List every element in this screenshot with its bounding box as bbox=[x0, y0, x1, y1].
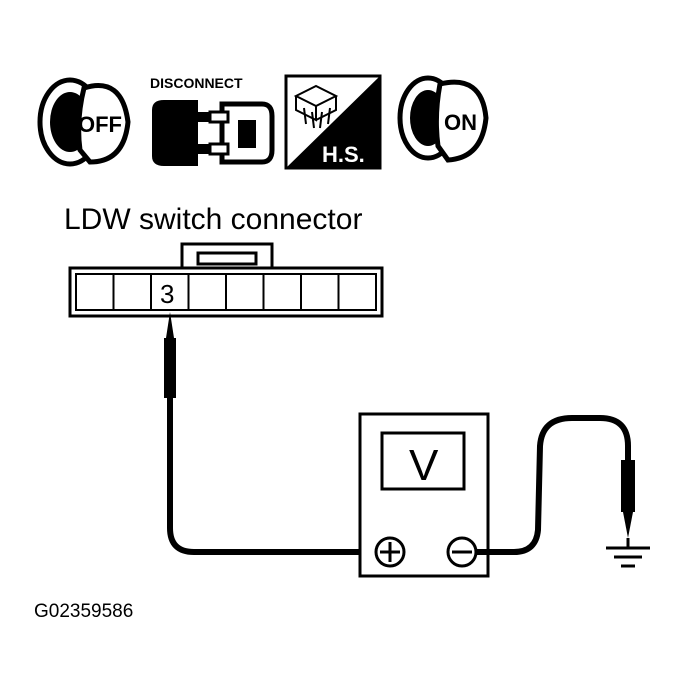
negative-terminal-icon bbox=[446, 536, 478, 568]
positive-terminal-icon bbox=[374, 536, 406, 568]
harness-side-label: H.S. bbox=[322, 142, 365, 167]
voltmeter: V bbox=[358, 412, 490, 578]
positive-probe bbox=[164, 312, 176, 398]
positive-lead-wire bbox=[167, 398, 370, 555]
meter-display: V bbox=[409, 441, 439, 490]
figure-id: G02359586 bbox=[34, 601, 133, 622]
ignition-off-icon: OFF bbox=[37, 77, 131, 167]
ground-icon bbox=[606, 538, 650, 568]
ignition-on-icon: ON bbox=[397, 75, 489, 163]
connector-cavity-dividers bbox=[112, 274, 340, 310]
ignition-off-label: OFF bbox=[78, 112, 122, 137]
negative-lead-wire bbox=[476, 415, 631, 555]
connector-title: LDW switch connector bbox=[64, 203, 362, 236]
harness-side-icon: H.S. bbox=[284, 74, 382, 170]
disconnect-icon: DISCONNECT bbox=[150, 75, 275, 166]
terminal-3-label: 3 bbox=[160, 279, 174, 309]
ldw-switch-connector: 3 bbox=[68, 242, 384, 318]
ignition-on-label: ON bbox=[444, 110, 477, 135]
disconnect-label: DISCONNECT bbox=[150, 75, 243, 91]
ground-probe bbox=[621, 460, 635, 538]
